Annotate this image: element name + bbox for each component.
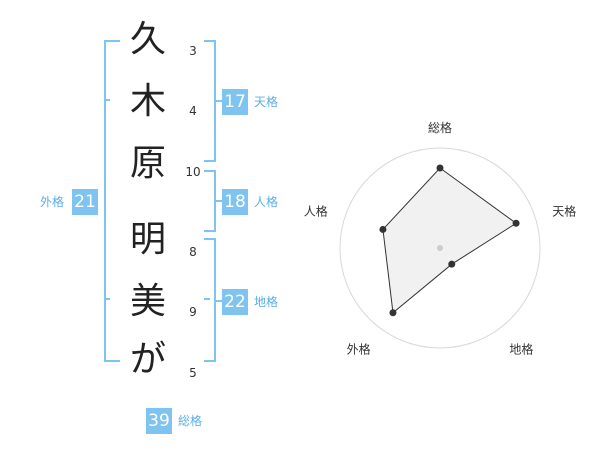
tenkaku-label: 天格 <box>254 95 279 109</box>
outer-bracket-tick-1 <box>104 99 110 101</box>
stroke-count-4: 8 <box>189 245 197 259</box>
outer-bracket-tick-2 <box>104 298 110 300</box>
chikaku-label: 地格 <box>254 295 279 309</box>
radar-point <box>389 309 397 317</box>
jinkaku-value: 18 <box>222 189 248 215</box>
radar-axis-label-gaikaku: 外格 <box>347 341 371 356</box>
jinkaku-label: 人格 <box>254 195 279 209</box>
chikaku-bracket-tick <box>204 298 210 300</box>
radar-axis-label-soukaku: 総格 <box>428 120 452 135</box>
radar-axis-label-jinkaku: 人格 <box>304 204 328 219</box>
name-char-5: 美 <box>129 281 166 322</box>
radar-center <box>437 245 443 251</box>
tenkaku-connector <box>216 100 222 102</box>
chikaku-connector <box>216 300 222 302</box>
radar-point <box>448 260 456 268</box>
radar-point <box>379 225 387 233</box>
chikaku-value: 22 <box>222 289 248 315</box>
radar-chart: 総格 天格 地格 外格 人格 <box>304 120 576 356</box>
outer-bracket <box>104 40 120 362</box>
stroke-count-1: 3 <box>189 44 197 58</box>
stroke-count-2: 4 <box>189 104 197 118</box>
radar-points <box>379 164 520 317</box>
gaikaku-label: 外格 <box>40 195 65 209</box>
jinkaku-connector <box>216 200 222 202</box>
radar-polygon <box>382 167 517 314</box>
radar-axis-label-chikaku: 地格 <box>509 341 533 356</box>
radar-point <box>512 219 520 227</box>
jinkaku-bracket <box>204 170 216 232</box>
name-char-1: 久 <box>129 19 166 60</box>
name-char-4: 明 <box>129 219 166 260</box>
tenkaku-bracket <box>204 40 216 162</box>
chikaku-bracket <box>204 238 216 362</box>
stroke-count-6: 5 <box>189 366 197 380</box>
gaikaku-value: 21 <box>72 189 98 215</box>
soukaku-label: 総格 <box>178 414 203 428</box>
stroke-count-5: 9 <box>189 305 197 319</box>
name-char-3: 原 <box>129 143 166 184</box>
radar-point <box>436 164 444 172</box>
radar-axis-label-tenkaku: 天格 <box>552 204 576 219</box>
tenkaku-value: 17 <box>222 89 248 115</box>
name-char-2: 木 <box>129 81 166 122</box>
stroke-count-3: 10 <box>185 165 201 179</box>
name-char-6: が <box>129 339 166 380</box>
soukaku-value: 39 <box>146 408 172 434</box>
